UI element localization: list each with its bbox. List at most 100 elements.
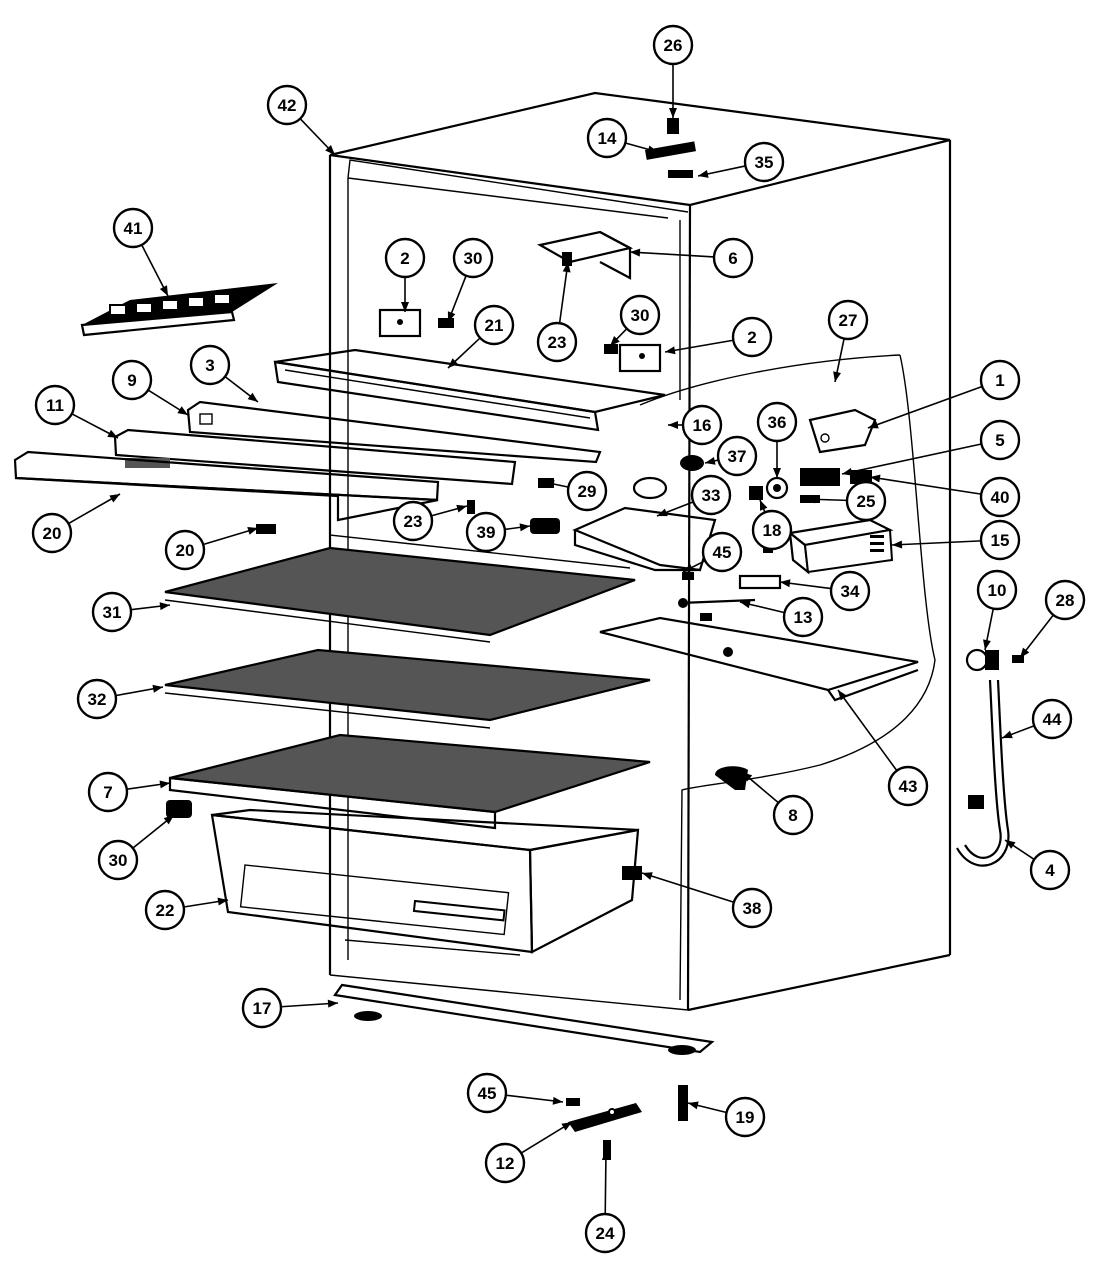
callout-label: 11: [46, 396, 64, 415]
callout-label: 37: [728, 447, 747, 466]
shelf-bracket-left: [378, 308, 422, 338]
arrowhead-37: [705, 456, 716, 465]
callout-circle: [112, 207, 154, 249]
callout-label: 4: [1045, 861, 1055, 880]
arrowhead-45: [683, 563, 694, 572]
callout-34: 34: [829, 570, 871, 612]
callout-43: 43: [887, 765, 929, 807]
leader-line-23: [558, 261, 569, 324]
callout-label: 13: [794, 608, 813, 627]
shelf-bracket-right: [618, 343, 662, 373]
callout-38: 38: [731, 887, 773, 929]
callout-circle: [241, 987, 283, 1029]
callout-label: 24: [596, 1224, 615, 1243]
callout-circle: [484, 1142, 526, 1184]
callout-45: 45: [701, 531, 743, 573]
drain-trough-8: [715, 766, 748, 790]
control-housing: [572, 506, 717, 572]
callout-circle: [716, 435, 758, 477]
callout-2: 2: [731, 316, 773, 358]
callout-label: 17: [253, 999, 272, 1018]
arrowhead-1: [868, 420, 879, 429]
light-shield: [536, 230, 634, 280]
arrowhead-2: [665, 346, 676, 355]
callout-circle: [751, 509, 793, 551]
callout-circle: [887, 765, 929, 807]
callout-10: 10: [976, 569, 1018, 611]
callout-label: 2: [400, 249, 409, 268]
callout-27: 27: [827, 299, 869, 341]
callout-5: 5: [979, 419, 1021, 461]
callout-label: 26: [664, 36, 683, 55]
control-box-15: [787, 518, 894, 575]
arrowhead-38: [642, 872, 653, 880]
callout-circle: [1029, 849, 1071, 891]
callout-label: 12: [496, 1154, 515, 1173]
callout-8: 8: [772, 794, 814, 836]
callout-label: 40: [991, 488, 1010, 507]
callout-circle: [743, 141, 785, 183]
callout-label: 8: [788, 806, 797, 825]
callout-label: 45: [478, 1084, 497, 1103]
callout-circle: [724, 1096, 766, 1138]
callout-circle: [756, 401, 798, 443]
leader-lines: [68, 64, 1054, 1215]
callout-circle: [87, 771, 129, 813]
callout-31: 31: [91, 591, 133, 633]
arrowhead-23: [456, 504, 467, 513]
arrowhead-34: [780, 579, 791, 588]
callout-9: 9: [111, 359, 153, 401]
callout-circle: [829, 570, 871, 612]
callout-label: 43: [899, 777, 918, 796]
callout-label: 5: [995, 431, 1004, 450]
callout-label: 25: [857, 492, 876, 511]
callout-33: 33: [690, 474, 732, 516]
light-bulb-36: [765, 476, 789, 500]
callout-36: 36: [756, 401, 798, 443]
callout-circle: [584, 1212, 626, 1254]
callout-circle: [690, 474, 732, 516]
callout-label: 20: [176, 541, 195, 560]
callout-label: 3: [205, 356, 214, 375]
callouts: 1223456789101112131415161718192020212223…: [31, 24, 1086, 1254]
water-tube-44: [956, 679, 1010, 867]
arrowhead-2: [401, 302, 409, 312]
switch-34: [738, 574, 782, 590]
callout-29: 29: [566, 470, 608, 512]
callout-label: 41: [124, 219, 143, 238]
callout-label: 15: [991, 531, 1010, 550]
callout-circle: [189, 344, 231, 386]
water-valve-10: [965, 648, 999, 672]
leader-line-2: [664, 339, 734, 353]
ice-tray: [80, 283, 278, 337]
connector-40: [850, 470, 872, 484]
callout-32: 32: [76, 678, 118, 720]
arrowhead-15: [892, 540, 903, 549]
callout-30: 30: [619, 294, 661, 336]
callout-30: 30: [452, 237, 494, 279]
leader-line-6: [629, 251, 715, 258]
arrowhead-22: [217, 897, 228, 906]
arrowhead-18: [760, 500, 768, 511]
arrowhead-32: [152, 684, 163, 693]
callout-circle: [466, 1072, 508, 1114]
callout-label: 42: [278, 96, 297, 115]
arrowhead-9: [177, 406, 188, 415]
leader-line-24: [604, 1149, 607, 1215]
callout-circle: [266, 84, 308, 126]
callout-label: 19: [736, 1108, 755, 1127]
callout-26: 26: [652, 24, 694, 66]
arrowhead-3: [247, 392, 258, 402]
arrowhead-28: [1020, 647, 1030, 658]
arrowhead-7: [159, 780, 170, 789]
callout-23: 23: [536, 321, 578, 363]
callout-circle: [979, 419, 1021, 461]
callout-label: 38: [743, 899, 762, 918]
rail-11: [113, 428, 517, 486]
arrowhead-5: [842, 467, 853, 476]
callout-label: 27: [839, 311, 858, 330]
callout-circle: [97, 839, 139, 881]
arrowhead-23: [562, 262, 571, 273]
callout-30: 30: [97, 839, 139, 881]
callout-label: 2: [747, 328, 756, 347]
